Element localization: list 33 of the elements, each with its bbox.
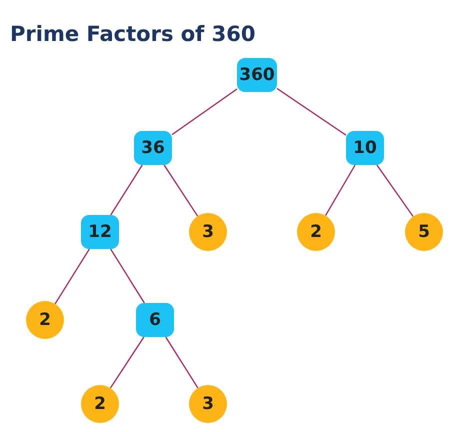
- number-label: 6: [149, 310, 161, 330]
- composite-number-box: [81, 215, 119, 249]
- prime-factor-circle: [189, 213, 227, 251]
- connector-line: [165, 336, 198, 388]
- number-label: 2: [310, 222, 322, 242]
- connector-line: [172, 88, 238, 136]
- number-label: 2: [39, 310, 51, 330]
- number-label: 12: [88, 222, 112, 242]
- number-label: 5: [418, 222, 430, 242]
- connector-line: [54, 248, 90, 304]
- number-label: 3: [202, 222, 214, 242]
- prime-factor-circle: [189, 385, 227, 423]
- connector-line: [110, 248, 145, 304]
- prime-factor-circle: [26, 301, 64, 339]
- prime-factor-circle: [297, 213, 335, 251]
- connector-line: [276, 88, 346, 136]
- composite-number-box: [134, 131, 172, 165]
- connector-line: [325, 164, 356, 216]
- prime-factor-circle: [405, 213, 443, 251]
- number-label: 3: [202, 394, 214, 414]
- diagram-title: Prime Factors of 360: [10, 22, 256, 46]
- connector-line: [164, 164, 198, 216]
- composite-number-box: [237, 58, 277, 92]
- number-label: 360: [239, 65, 275, 85]
- composite-number-box: [136, 303, 174, 337]
- connector-line: [110, 164, 143, 216]
- number-label: 2: [94, 394, 106, 414]
- connector-line: [110, 336, 144, 388]
- connector-line: [376, 164, 414, 217]
- number-label: 36: [141, 138, 165, 158]
- prime-factor-circle: [81, 385, 119, 423]
- composite-number-box: [346, 131, 384, 165]
- number-label: 10: [353, 138, 377, 158]
